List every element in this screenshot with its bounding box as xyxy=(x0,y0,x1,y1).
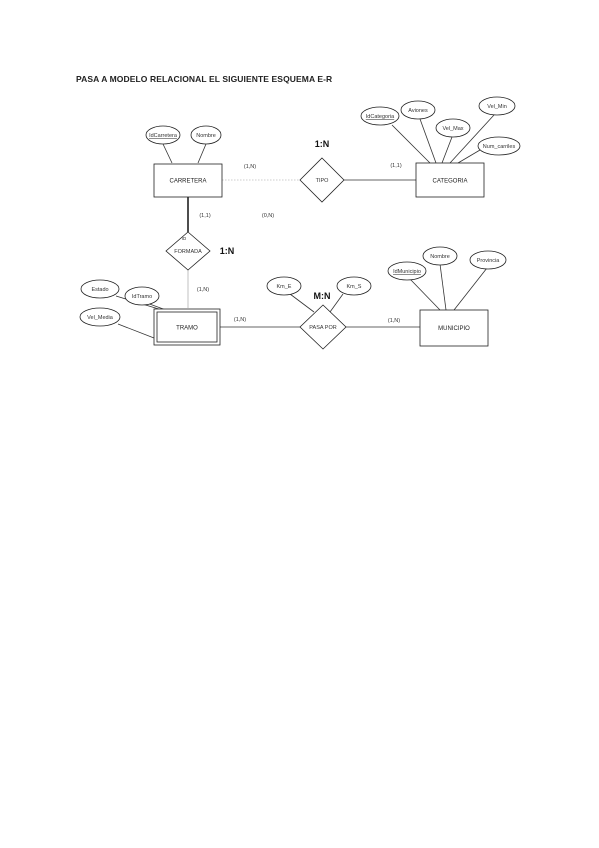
attr-line-velmax xyxy=(441,136,453,164)
entity-tramo-label: TRAMO xyxy=(176,326,198,332)
attribute-idcategoria: IdCategoria xyxy=(360,106,400,126)
attribute-idcategoria-label: IdCategoria xyxy=(366,114,395,120)
attribute-provincia: Provincia xyxy=(469,250,507,270)
ratio-formada: 1:N xyxy=(220,246,235,256)
attribute-idmunicipio-label: IdMunicipio xyxy=(393,269,421,275)
attribute-kme-label: Km_E xyxy=(277,284,292,290)
attribute-nombre-carretera: Nombre xyxy=(190,125,222,145)
attribute-aviones: Aviones xyxy=(400,100,436,120)
ratio-tipo: 1:N xyxy=(315,139,330,149)
attribute-idcarretera-label: IdCarretera xyxy=(149,133,178,139)
attribute-velmedia-label: Vel_Media xyxy=(87,315,114,321)
attribute-kms-label: Km_S xyxy=(347,284,362,290)
entity-carretera-label: CARRETERA xyxy=(169,179,206,185)
attribute-idtramo-label: IdTramo xyxy=(132,294,152,300)
cardinality-pasapor-municipio: (1,N) xyxy=(388,318,400,324)
attribute-estado-label: Estado xyxy=(91,287,108,293)
attribute-provincia-label: Provincia xyxy=(477,258,501,264)
attribute-velmax-label: Vel_Max xyxy=(442,126,463,132)
cardinality-formada-tramo: (1,N) xyxy=(197,287,209,293)
entity-carretera: CARRETERA xyxy=(153,163,223,198)
entity-categoria: CATEGORIA xyxy=(415,162,485,198)
attr-line-velmedia xyxy=(117,323,155,339)
relationship-pasa-por: PASA POR xyxy=(299,304,347,350)
attribute-numcarriles: Num_carriles xyxy=(477,136,521,156)
cardinality-carretera-formada: (1,1) xyxy=(199,213,210,219)
attribute-velmax: Vel_Max xyxy=(435,118,471,138)
cardinality-tipo-categoria: (1,1) xyxy=(390,163,401,169)
attr-line-provincia xyxy=(453,267,488,311)
cardinality-formada-mid: (0,N) xyxy=(262,213,274,219)
relationship-tipo: TIPO xyxy=(299,157,345,203)
attribute-idcarretera: IdCarretera xyxy=(145,125,181,145)
attr-line-numcarriles xyxy=(457,149,481,164)
ratio-pasa-por: M:N xyxy=(314,291,331,301)
attr-line-idcarretera xyxy=(162,143,173,164)
attribute-velmin: Vel_Min xyxy=(478,96,516,116)
entity-categoria-label: CATEGORIA xyxy=(433,179,468,185)
relationship-tipo-label: TIPO xyxy=(316,178,330,184)
relationship-pasa-por-label: PASA POR xyxy=(309,325,336,331)
attr-line-idcategoria xyxy=(391,124,431,164)
attr-line-velmin xyxy=(449,114,495,164)
relationship-formada-label: FORMADA xyxy=(174,249,202,255)
connector-lines xyxy=(115,114,495,339)
attribute-aviones-label: Aviones xyxy=(408,108,428,114)
attribute-kms: Km_S xyxy=(336,276,372,296)
attr-line-nombre-municipio xyxy=(439,263,447,311)
attr-line-nombre-carretera xyxy=(197,143,207,164)
attribute-nombre-carretera-label: Nombre xyxy=(196,133,216,139)
attribute-numcarriles-label: Num_carriles xyxy=(483,144,516,150)
attribute-velmedia: Vel_Media xyxy=(79,307,121,327)
attribute-velmin-label: Vel_Min xyxy=(487,104,507,110)
attr-line-idmunicipio xyxy=(409,278,441,311)
attribute-idtramo: IdTramo xyxy=(124,286,160,306)
attribute-nombre-municipio: Nombre xyxy=(422,246,458,266)
entity-tramo: TRAMO xyxy=(153,308,221,346)
page-title: PASA A MODELO RELACIONAL EL SIGUIENTE ES… xyxy=(76,74,333,84)
cardinality-carretera-tipo: (1,N) xyxy=(244,164,256,170)
entity-municipio-label: MUNICIPIO xyxy=(438,326,470,332)
attr-line-kme xyxy=(289,293,315,313)
attribute-estado: Estado xyxy=(80,279,120,299)
attribute-kme: Km_E xyxy=(266,276,302,296)
attr-line-kms xyxy=(329,293,344,313)
attribute-nombre-municipio-label: Nombre xyxy=(430,254,450,260)
relationship-formada: ID FORMADA xyxy=(165,231,211,271)
relationship-formada-tag: ID xyxy=(182,236,187,241)
entity-municipio: MUNICIPIO xyxy=(419,309,489,347)
cardinality-tramo-pasapor: (1,N) xyxy=(234,317,246,323)
attribute-idmunicipio: IdMunicipio xyxy=(387,261,427,281)
attr-line-aviones xyxy=(419,118,437,164)
